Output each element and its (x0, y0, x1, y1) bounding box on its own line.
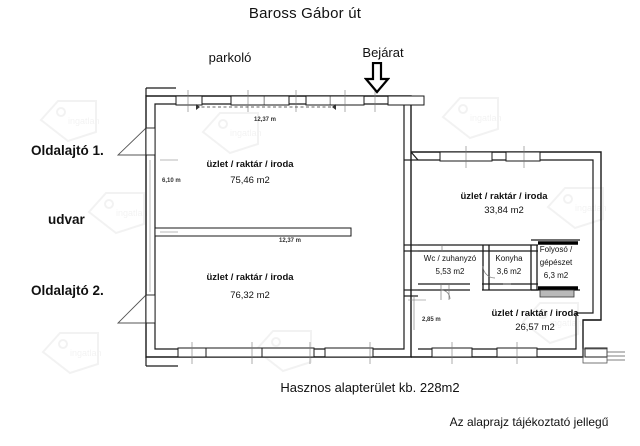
street-label: Baross Gábor út (248, 5, 362, 22)
room-label-corridor-name: Folyosó / (539, 245, 573, 254)
room-label-2-area: 76,32 m2 (230, 290, 270, 301)
room-label-2-name: üzlet / raktár / iroda (206, 272, 294, 283)
disclaimer-label: Az alaprajz tájékoztató jellegű (449, 415, 609, 429)
side-door-2-label: Oldalajtó 2. (31, 283, 104, 298)
courtyard-label: udvar (48, 212, 85, 227)
side-door-1-label: Oldalajtó 1. (31, 143, 104, 158)
usable-area-label: Hasznos alapterület kb. 228m2 (280, 380, 460, 395)
room-label-corridor-name2: gépészet (539, 258, 573, 267)
room-label-kitchen-name: Konyha (495, 254, 523, 263)
dimension-label-top: 12,37 m (253, 117, 277, 123)
room-label-kitchen-area: 3,6 m2 (496, 267, 522, 276)
room-label-3-area: 33,84 m2 (484, 205, 524, 216)
dimension-label-middle: 12,37 m (278, 238, 302, 244)
dimension-label-left: 6,10 m (162, 178, 181, 184)
room-label-1-area: 75,46 m2 (230, 175, 270, 186)
entrance-label: Bejárat (362, 45, 404, 60)
room-label-wc-name: Wc / zuhanyzó (423, 254, 477, 263)
room-label-3-name: üzlet / raktár / iroda (460, 191, 548, 202)
room-label-corridor-area: 6,3 m2 (543, 271, 569, 280)
room-label-1-name: üzlet / raktár / iroda (206, 159, 294, 170)
room-label-4-area: 26,57 m2 (515, 322, 555, 333)
parking-label: parkoló (208, 50, 252, 65)
room-label-4-name: üzlet / raktár / iroda (491, 308, 579, 319)
arrow-down-icon (363, 61, 391, 99)
room-label-wc-area: 5,53 m2 (435, 267, 465, 276)
dimension-label-right: 2,85 m (422, 317, 441, 323)
